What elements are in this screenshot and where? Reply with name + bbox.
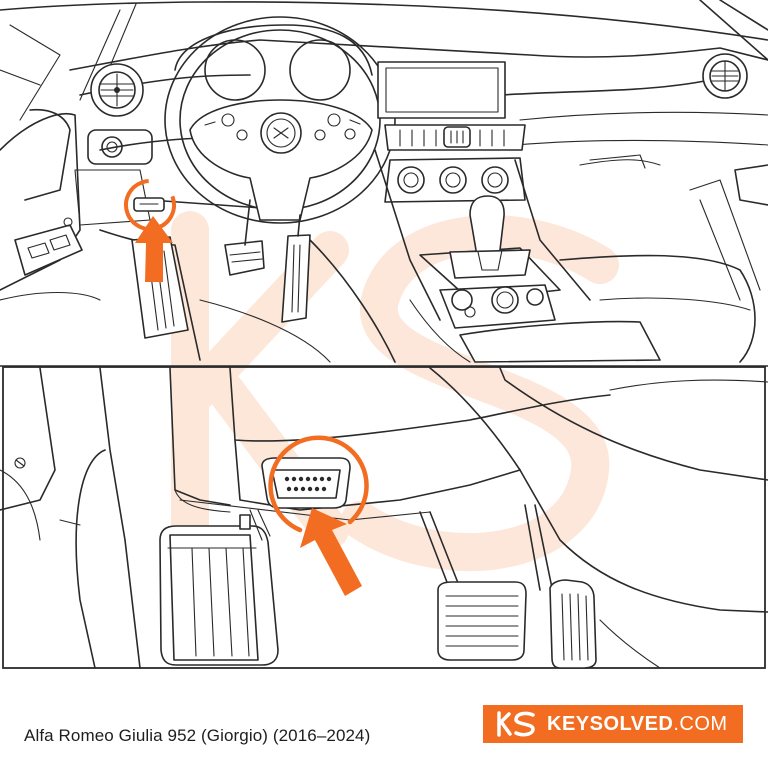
gear-selector <box>449 195 531 279</box>
infotainment-screen <box>377 61 506 119</box>
obd-port-closeup <box>261 435 369 533</box>
steering-wheel <box>164 16 396 224</box>
brand-name: KEYSOLVED.COM <box>547 713 728 736</box>
left-air-vent <box>90 63 144 117</box>
climate-controls <box>384 157 526 203</box>
rotary-controller <box>439 284 556 329</box>
detail-frame <box>2 366 766 669</box>
brand-name-suffix: .COM <box>673 713 728 735</box>
window-switch-panel <box>14 217 83 276</box>
brand-badge: KEYSOLVED.COM <box>483 705 743 743</box>
brand-name-bold: KEYSOLVED <box>547 713 674 735</box>
dashboard-view <box>0 0 768 363</box>
obd-pins <box>284 476 332 492</box>
accelerator-pedal <box>524 504 597 669</box>
right-air-vent <box>702 53 748 99</box>
ks-monogram-icon <box>497 711 535 737</box>
vehicle-caption: Alfa Romeo Giulia 952 (Giorgio) (2016–20… <box>24 726 371 745</box>
arrow-up-left-icon <box>300 508 362 596</box>
brake-pedal <box>419 511 527 661</box>
obd-port-circle-icon <box>268 435 369 533</box>
foot-rest <box>159 525 279 666</box>
center-air-vent <box>384 124 526 151</box>
arrow-up-icon <box>135 216 173 282</box>
closeup-view <box>0 367 768 669</box>
